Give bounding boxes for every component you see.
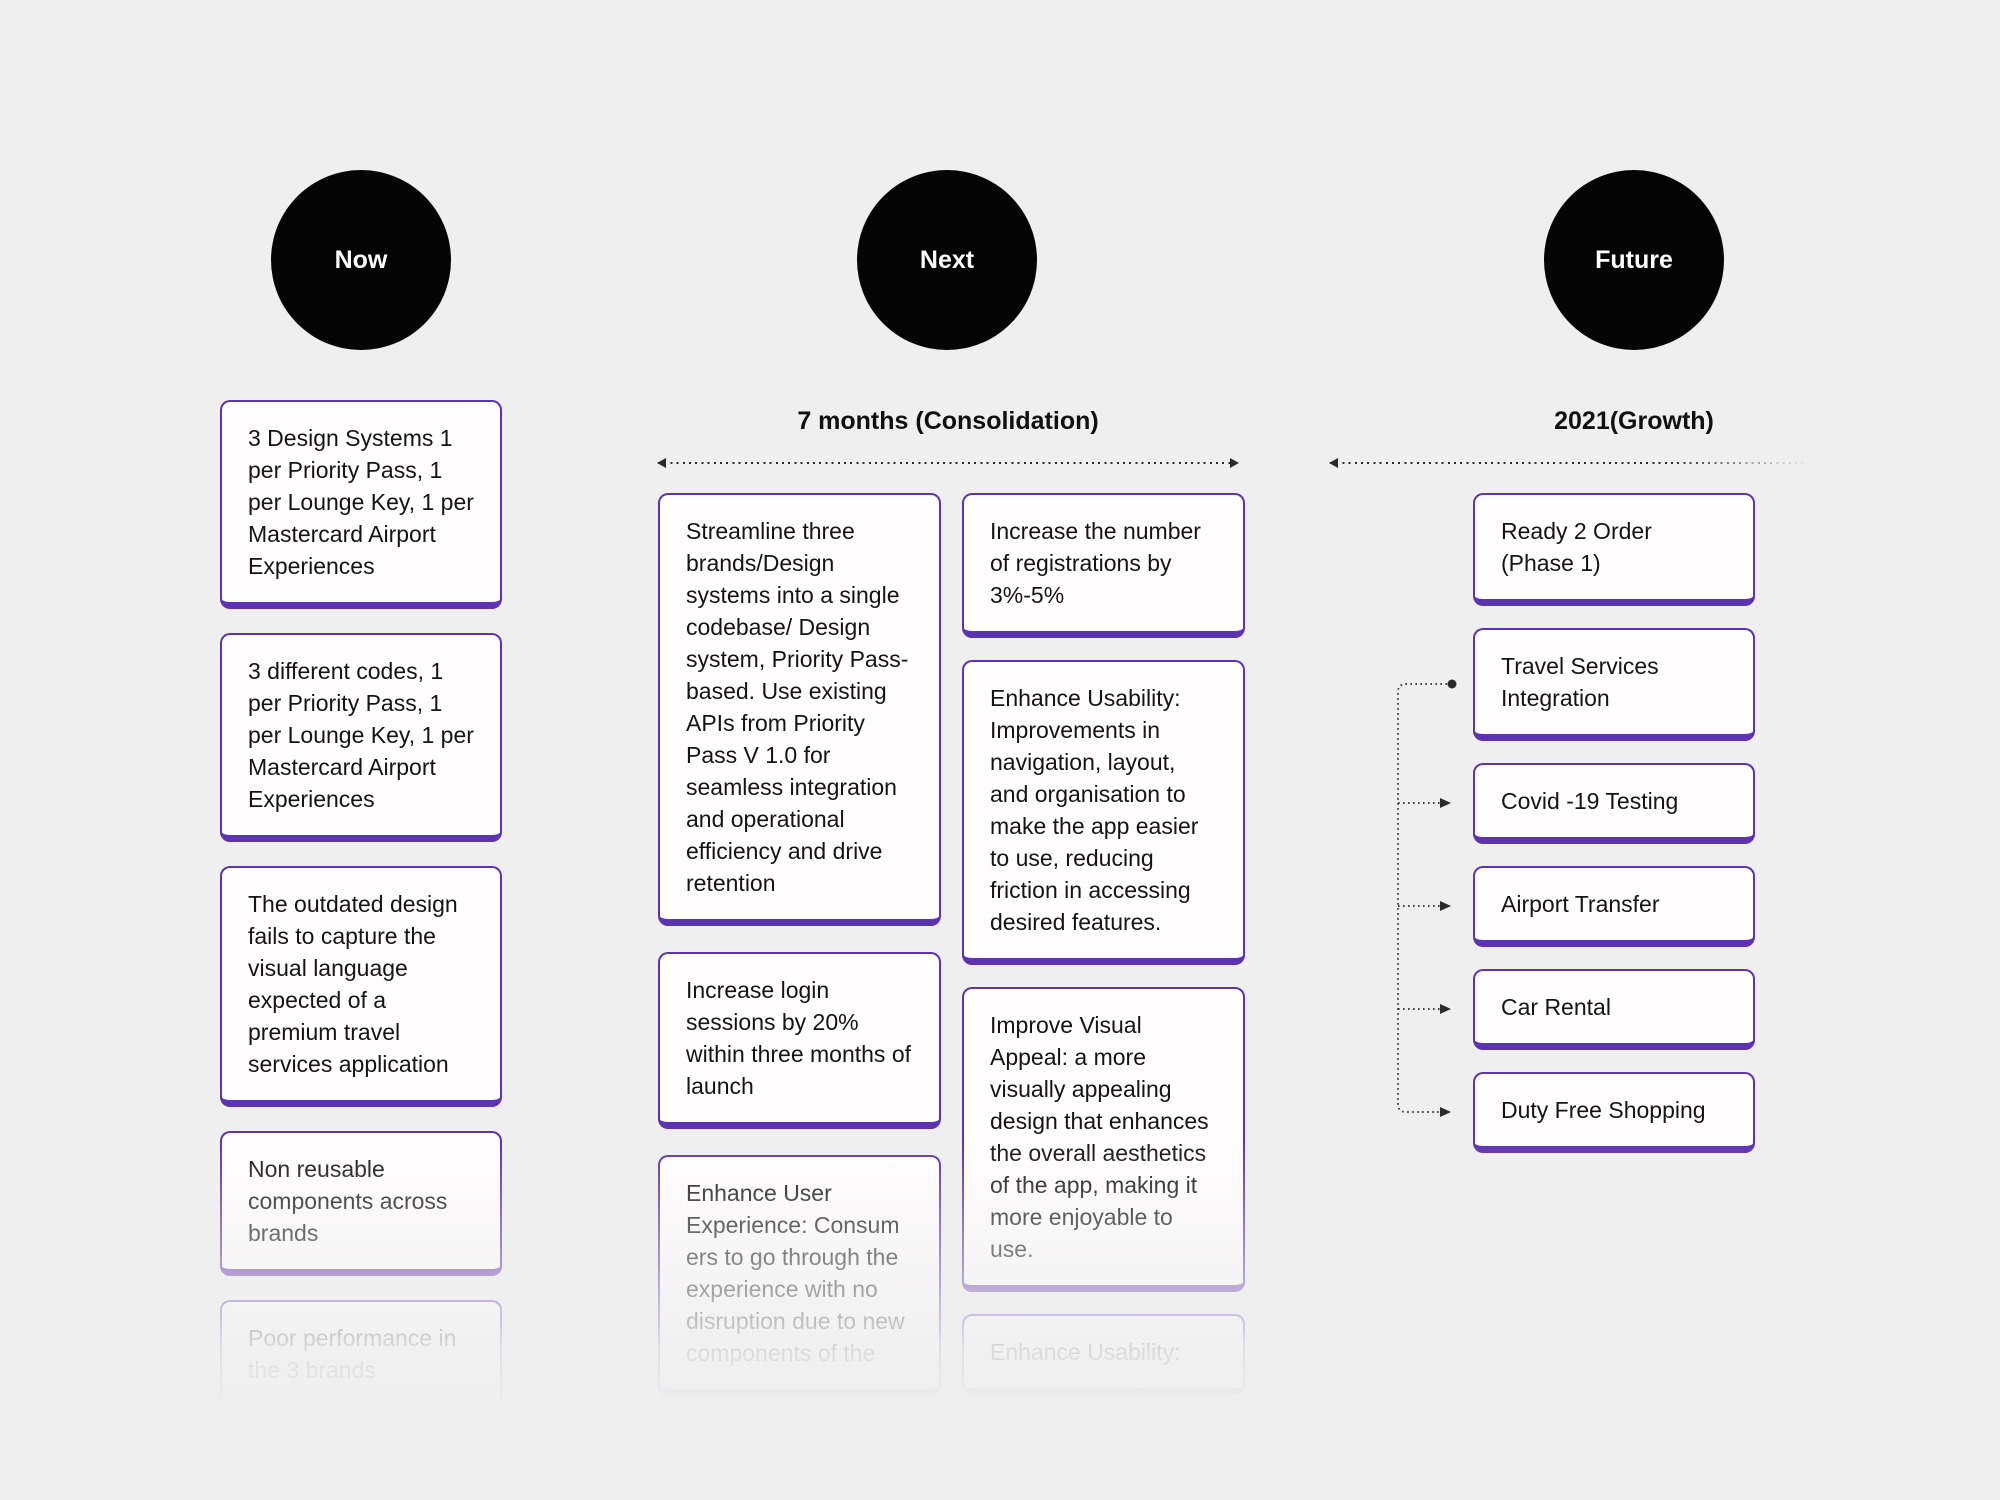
roadmap-card: Ready 2 Order (Phase 1) xyxy=(1473,493,1755,606)
next-timeline-arrow xyxy=(657,458,1239,468)
roadmap-card: Increase the number of registrations by … xyxy=(962,493,1245,638)
now-badge: Now xyxy=(271,170,451,350)
roadmap-card: Duty Free Shopping xyxy=(1473,1072,1755,1153)
roadmap-card: 3 Design Systems 1 per Priority Pass, 1 … xyxy=(220,400,502,609)
next-column-header: 7 months (Consolidation) xyxy=(797,407,1099,435)
roadmap-card-faded: Poor performance in the 3 brands xyxy=(220,1300,502,1413)
branch-arrow-icon xyxy=(1440,901,1451,911)
roadmap-card: 3 different codes, 1 per Priority Pass, … xyxy=(220,633,502,842)
future-timeline-arrow xyxy=(1329,458,1822,468)
timeline-fade xyxy=(1672,458,1822,468)
branch-arrow-icon xyxy=(1440,1004,1451,1014)
arrow-left-icon xyxy=(1329,458,1338,468)
now-badge-label: Now xyxy=(334,245,388,274)
future-badge-label: Future xyxy=(1595,245,1673,274)
branch-arrow-icon xyxy=(1440,798,1451,808)
next-badge: Next xyxy=(857,170,1037,350)
roadmap-card-faded: Enhance User Experience: Consum ers to g… xyxy=(658,1155,941,1396)
roadmap-card: Enhance Usability: Improvements in navig… xyxy=(962,660,1245,965)
future-column-header: 2021(Growth) xyxy=(1554,407,1714,435)
roadmap-card: Covid -19 Testing xyxy=(1473,763,1755,844)
column-next-left: Streamline three brands/Design systems i… xyxy=(658,493,941,1396)
branch-dot-icon xyxy=(1447,679,1457,689)
future-branch-connector xyxy=(1397,679,1457,1117)
column-next-right: Increase the number of registrations by … xyxy=(962,493,1245,1395)
arrow-left-icon xyxy=(657,458,666,468)
roadmap-card: Car Rental xyxy=(1473,969,1755,1050)
roadmap-card: Airport Transfer xyxy=(1473,866,1755,947)
column-future: Ready 2 Order (Phase 1) Travel Services … xyxy=(1473,493,1755,1153)
arrow-right-icon xyxy=(1230,458,1239,468)
roadmap-card: Streamline three brands/Design systems i… xyxy=(658,493,941,926)
roadmap-card: Travel Services Integration xyxy=(1473,628,1755,741)
future-badge: Future xyxy=(1544,170,1724,350)
branch-arrow-icon xyxy=(1440,1107,1451,1117)
next-badge-label: Next xyxy=(919,245,975,274)
roadmap-card: Increase login sessions by 20% within th… xyxy=(658,952,941,1129)
column-now: 3 Design Systems 1 per Priority Pass, 1 … xyxy=(220,400,502,1413)
roadmap-card: Improve Visual Appeal: a more visually a… xyxy=(962,987,1245,1292)
roadmap-card-faded: Enhance Usability: xyxy=(962,1314,1245,1395)
roadmap-card: The outdated design fails to capture the… xyxy=(220,866,502,1107)
roadmap-card: Non reusable components across brands xyxy=(220,1131,502,1276)
